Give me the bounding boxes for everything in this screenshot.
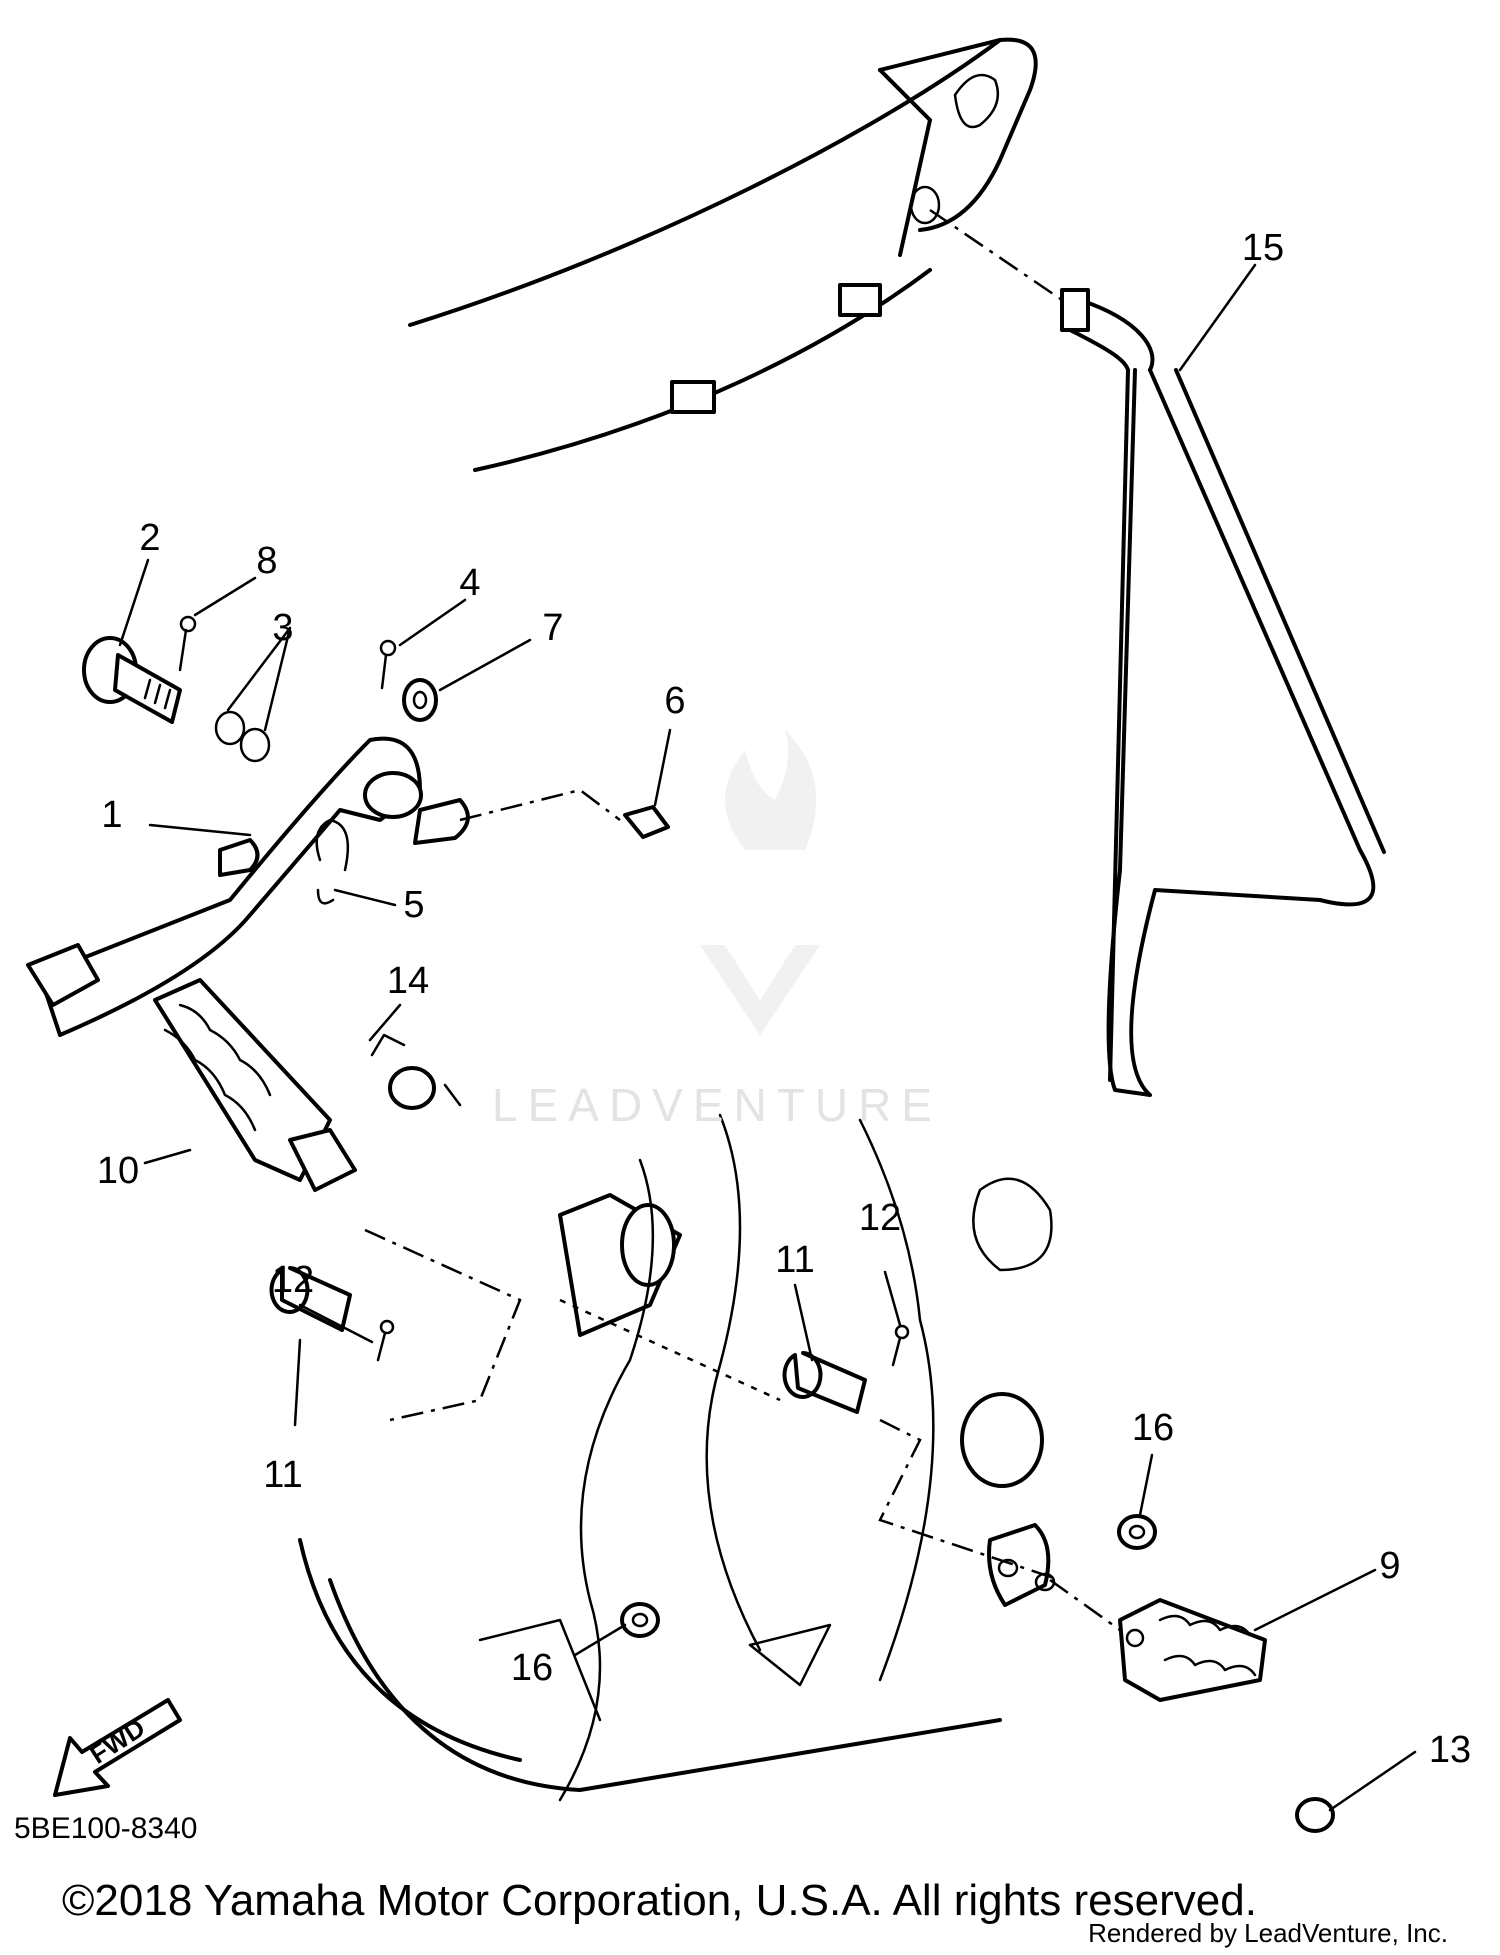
callout-4: 4 [459, 562, 480, 604]
callout-1: 1 [101, 794, 122, 836]
engine-cover [960, 1392, 1044, 1488]
peg-bracket-right [987, 1523, 1051, 1607]
callout-2: 2 [139, 517, 160, 559]
callout-14: 14 [387, 960, 429, 1002]
callout-12-left: 12 [272, 1259, 314, 1301]
washer-left [620, 1602, 660, 1638]
callout-8: 8 [256, 540, 277, 582]
brake-pedal [26, 736, 621, 1037]
washer-right [1117, 1514, 1157, 1550]
callout-7: 7 [542, 607, 563, 649]
torsion-spring [1295, 1797, 1335, 1833]
frame-lower-section [298, 1113, 1056, 1802]
small-hardware [178, 615, 670, 905]
pin-right [782, 1351, 867, 1414]
frame-tab [838, 283, 882, 317]
callout-13: 13 [1429, 1729, 1471, 1771]
leader-lines [118, 263, 1417, 1812]
stand-mount-pin [1060, 288, 1090, 332]
rendered-by-credit: Rendered by LeadVenture, Inc. [1088, 1918, 1448, 1948]
clevis-pin [623, 805, 670, 839]
callout-3: 3 [272, 607, 293, 649]
pin-left [269, 1266, 352, 1332]
callout-9: 9 [1379, 1545, 1400, 1587]
peg-bracket-left [620, 1203, 676, 1287]
left-footrest [153, 978, 462, 1192]
fwd-arrow [53, 1698, 182, 1797]
callout-6: 6 [664, 680, 685, 722]
callout-10: 10 [97, 1150, 139, 1192]
callout-15: 15 [1242, 227, 1284, 269]
watermark-logo [700, 730, 820, 1035]
return-spring [388, 1066, 436, 1110]
frame-rear-section [408, 37, 1038, 472]
callout-5: 5 [403, 884, 424, 926]
watermark-text: LEADVENTURE [492, 1079, 942, 1131]
callout-numbers: 1 2 3 4 5 6 7 8 9 10 11 11 12 12 13 14 1… [97, 227, 1471, 1771]
drawing-code: 5BE100-8340 [14, 1812, 198, 1845]
callout-16-left: 16 [511, 1647, 553, 1689]
copyright-notice: ©2018 Yamaha Motor Corporation, U.S.A. A… [62, 1876, 1257, 1925]
right-footrest [269, 1228, 1335, 1833]
pivot-bolt [82, 636, 182, 724]
callout-12-right: 12 [859, 1197, 901, 1239]
callout-11-right: 11 [775, 1239, 814, 1281]
rear-stand [929, 208, 1386, 1097]
frame-tab [670, 380, 716, 414]
callout-16-right: 16 [1132, 1407, 1174, 1449]
callout-11-left: 11 [263, 1454, 302, 1496]
